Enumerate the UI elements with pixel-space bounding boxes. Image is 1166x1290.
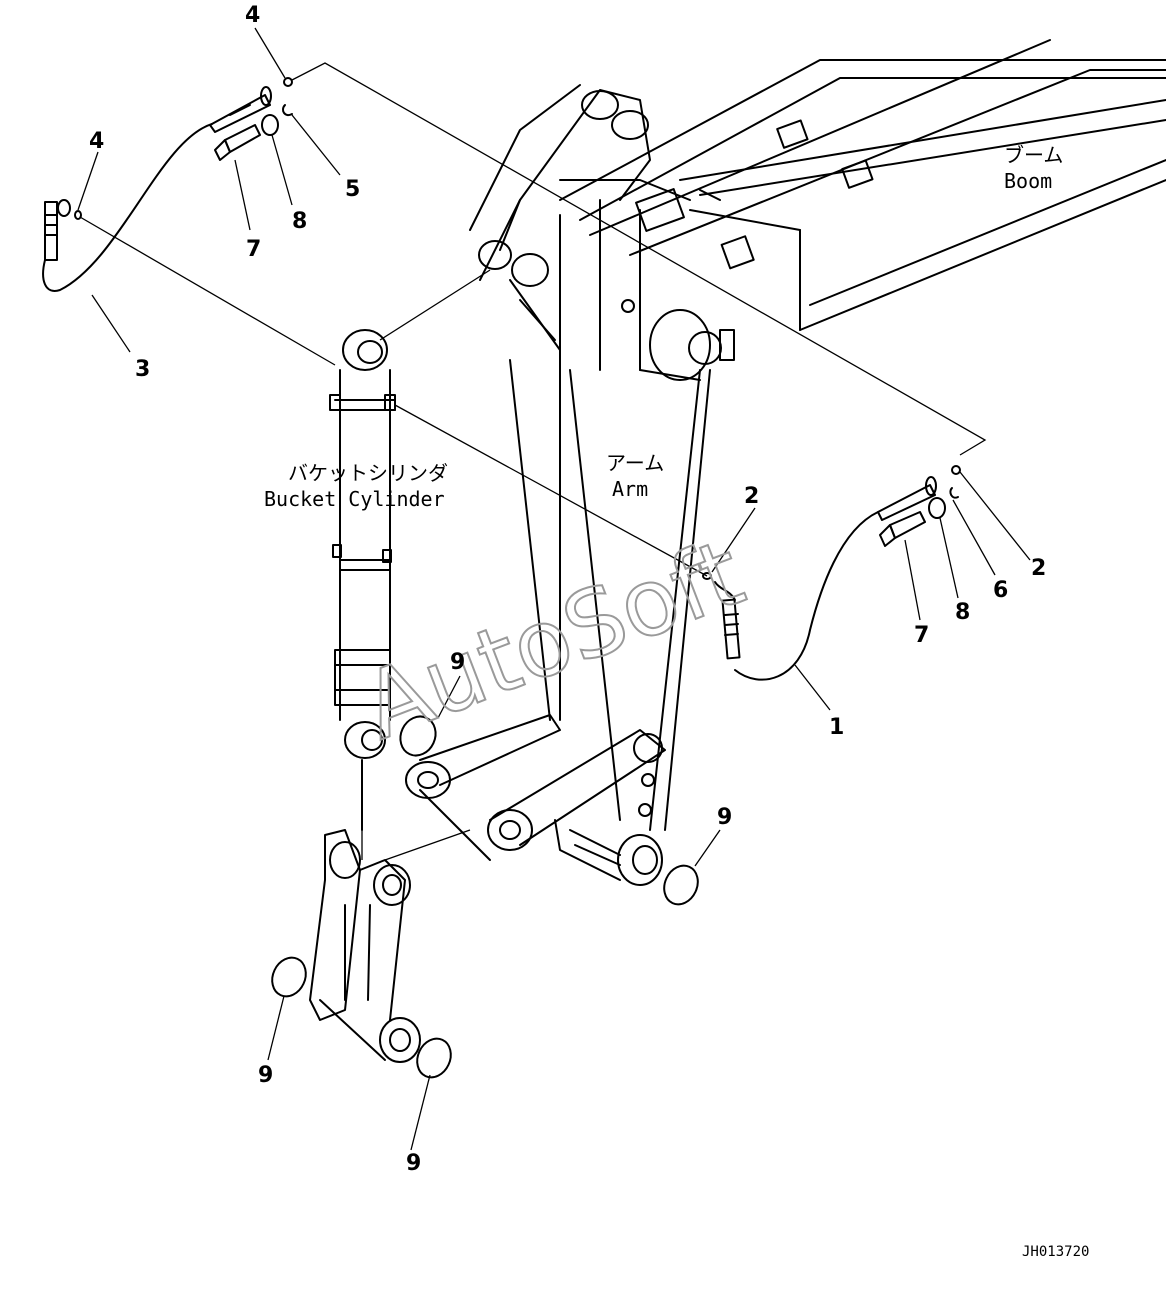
boom-label-jp: ブーム bbox=[1004, 143, 1063, 167]
o-ring-2-right bbox=[951, 465, 961, 475]
o-ring-9-upper bbox=[399, 715, 437, 757]
drawing-code: JH013720 bbox=[1022, 1244, 1089, 1260]
callout-4-top: 4 bbox=[245, 3, 260, 28]
leader-lines bbox=[77, 27, 1031, 1151]
o-ring-4-top bbox=[283, 77, 293, 87]
callout-7-left: 7 bbox=[246, 237, 261, 262]
callout-2-mid: 2 bbox=[744, 484, 759, 509]
bucket-cylinder-label-en: Bucket Cylinder bbox=[264, 487, 445, 511]
bucket-cylinder-label-jp: バケットシリンダ bbox=[288, 461, 448, 485]
o-ring-4-left bbox=[74, 210, 82, 220]
callout-2-right: 2 bbox=[1031, 556, 1046, 581]
callout-9-bottom: 9 bbox=[406, 1151, 421, 1176]
o-rings bbox=[271, 715, 699, 1079]
callout-1: 1 bbox=[829, 715, 844, 740]
left-sensor-assembly bbox=[42, 77, 293, 292]
boom-label-en: Boom bbox=[1004, 169, 1052, 193]
callout-5: 5 bbox=[345, 177, 360, 202]
callout-9-left: 9 bbox=[258, 1063, 273, 1088]
bucket-link-drawing bbox=[309, 829, 421, 1063]
link-drawing bbox=[405, 714, 666, 861]
arm-label-en: Arm bbox=[612, 477, 648, 501]
callout-8-left: 8 bbox=[292, 209, 307, 234]
boom-drawing bbox=[559, 39, 1166, 331]
arm-label-jp: アーム bbox=[606, 451, 664, 475]
o-ring-9-bottom bbox=[416, 1037, 452, 1079]
bucket-cylinder-drawing bbox=[329, 329, 396, 831]
watermark: AutoSoft bbox=[350, 519, 757, 760]
right-sensor-assembly bbox=[702, 465, 961, 681]
callout-8-right: 8 bbox=[955, 600, 970, 625]
callout-7-right: 7 bbox=[914, 623, 929, 648]
arm-drawing bbox=[469, 84, 735, 886]
callout-6: 6 bbox=[993, 578, 1008, 603]
o-ring-2-mid bbox=[702, 572, 712, 580]
callout-4-left: 4 bbox=[89, 129, 104, 154]
callout-3: 3 bbox=[135, 357, 150, 382]
callout-9-upper: 9 bbox=[450, 650, 465, 675]
callout-9-right: 9 bbox=[717, 805, 732, 830]
o-ring-9-left bbox=[271, 956, 307, 998]
o-ring-9-right bbox=[663, 864, 699, 906]
